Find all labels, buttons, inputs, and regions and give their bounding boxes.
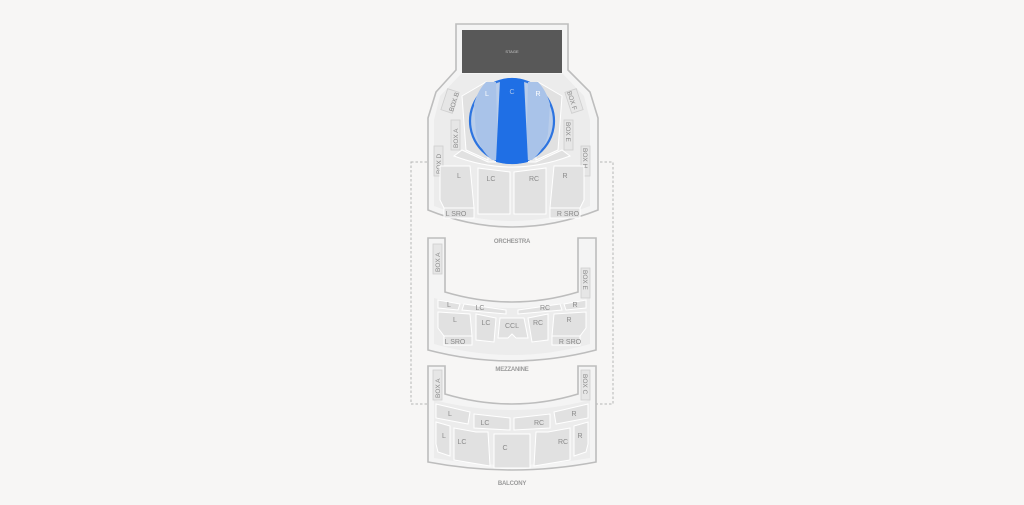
stage-label: STAGE — [505, 49, 519, 54]
balcony-front-lc-label: LC — [481, 420, 490, 427]
orchestra-section-r-sro[interactable] — [549, 207, 581, 219]
mezzanine-section-l-label: L — [453, 317, 457, 324]
orchestra-section-r-sro-label: R SRO — [557, 211, 580, 218]
orchestra-front-right-label: R — [535, 91, 540, 98]
orchestra-box-f[interactable] — [564, 88, 584, 114]
balcony-section-c-label: C — [502, 445, 507, 452]
mezzanine-front-lc[interactable] — [461, 303, 507, 315]
balcony-section-c[interactable] — [493, 433, 531, 469]
mezzanine-front-l[interactable] — [437, 299, 461, 311]
orchestra-front-center-label: C — [509, 89, 514, 96]
mezzanine-section-l-sro[interactable] — [443, 335, 473, 346]
mezzanine-front-rc-label: RC — [540, 305, 550, 312]
orchestra-box-e[interactable] — [563, 119, 574, 151]
orchestra-center-section-selected[interactable] — [496, 78, 528, 164]
mezzanine-level-label: MEZZANINE — [495, 367, 528, 373]
orchestra-box-h-label: BOX H — [581, 148, 588, 169]
balcony-box-a-label: BOX A — [435, 378, 442, 398]
mezzanine-section-r-sro-label: R SRO — [559, 339, 582, 346]
orchestra-section-lc[interactable] — [477, 167, 511, 215]
balcony-front-rc[interactable] — [513, 413, 551, 431]
balcony-section-l[interactable] — [435, 421, 451, 457]
mezzanine-section-lc[interactable] — [475, 313, 497, 343]
mezzanine-section-ccl-label: CCL — [505, 323, 519, 330]
mezzanine-front-rc[interactable] — [517, 303, 563, 315]
orchestra-section-r[interactable] — [549, 165, 585, 209]
orchestra-section-rc[interactable] — [513, 167, 547, 215]
mezzanine-front-l-label: L — [447, 302, 451, 309]
orchestra-box-a-label: BOX A — [453, 128, 460, 148]
balcony-box-c[interactable] — [580, 369, 591, 401]
balcony-section-rc[interactable] — [533, 427, 571, 467]
balcony-front-r-label: R — [571, 411, 576, 418]
orchestra-level: STAGE L C R BOX B BOX F BOX A BOX E BOX … — [427, 23, 599, 245]
orchestra-box-d[interactable] — [433, 145, 444, 177]
balcony-section-r-label: R — [577, 433, 582, 440]
orchestra-section-l-sro[interactable] — [443, 207, 475, 219]
balcony-section-r[interactable] — [573, 421, 589, 457]
balcony-level: BOX A BOX C L LC RC R L LC C RC R BALCON… — [427, 365, 597, 487]
mezzanine-section-ccl[interactable] — [497, 317, 529, 339]
orchestra-front-right-highlight[interactable] — [526, 82, 550, 160]
orchestra-box-b[interactable] — [440, 88, 460, 114]
mezzanine-section-l-sro-label: L SRO — [445, 339, 466, 346]
balcony-section-lc[interactable] — [453, 427, 491, 467]
balcony-box-c-label: BOX C — [581, 374, 588, 395]
orchestra-front-left-highlight[interactable] — [474, 82, 498, 160]
balcony-section-l-label: L — [442, 433, 446, 440]
mezzanine-section-r[interactable] — [551, 311, 587, 337]
balcony-front-lc[interactable] — [473, 413, 511, 431]
mezzanine-front-r-label: R — [572, 302, 577, 309]
orchestra-section-lc-label: LC — [487, 176, 496, 183]
balcony-level-label: BALCONY — [498, 481, 526, 487]
orchestra-front-left-label: L — [485, 91, 489, 98]
mezzanine-front-r[interactable] — [563, 299, 587, 311]
balcony-section-rc-label: RC — [558, 439, 568, 446]
mezzanine-box-e[interactable] — [580, 267, 591, 299]
balcony-front-l-label: L — [448, 411, 452, 418]
balcony-box-a[interactable] — [432, 369, 443, 401]
orchestra-section-r-label: R — [562, 173, 567, 180]
mezzanine-level: BOX A BOX E L LC RC R L LC CCL RC R L SR… — [427, 237, 597, 373]
mezzanine-section-rc-label: RC — [533, 320, 543, 327]
mezzanine-section-r-label: R — [566, 317, 571, 324]
orchestra-box-d-label: BOX D — [436, 153, 443, 174]
stage-area — [462, 30, 562, 73]
mezzanine-section-r-sro[interactable] — [551, 335, 581, 346]
mezzanine-section-rc[interactable] — [527, 313, 549, 343]
orchestra-box-e-label: BOX E — [564, 122, 571, 143]
orchestra-front-back-section[interactable] — [452, 149, 572, 168]
orchestra-level-label: ORCHESTRA — [494, 239, 531, 245]
mezzanine-box-e-label: BOX E — [581, 270, 588, 291]
mezzanine-box-a-label: BOX A — [435, 252, 442, 272]
balcony-front-r[interactable] — [553, 403, 589, 425]
mezzanine-front-lc-label: LC — [476, 305, 485, 312]
mezzanine-section-lc-label: LC — [482, 320, 491, 327]
orchestra-box-a[interactable] — [450, 119, 461, 151]
orchestra-section-l-sro-label: L SRO — [446, 211, 467, 218]
balcony-front-rc-label: RC — [534, 420, 544, 427]
orchestra-section-rc-label: RC — [529, 176, 539, 183]
balcony-section-lc-label: LC — [458, 439, 467, 446]
orchestra-box-h[interactable] — [580, 145, 591, 177]
balcony-front-l[interactable] — [435, 403, 471, 425]
mezzanine-section-l[interactable] — [437, 311, 473, 337]
mezzanine-box-a[interactable] — [432, 243, 443, 275]
orchestra-section-l-label: L — [457, 173, 461, 180]
stage: STAGE — [462, 30, 562, 73]
